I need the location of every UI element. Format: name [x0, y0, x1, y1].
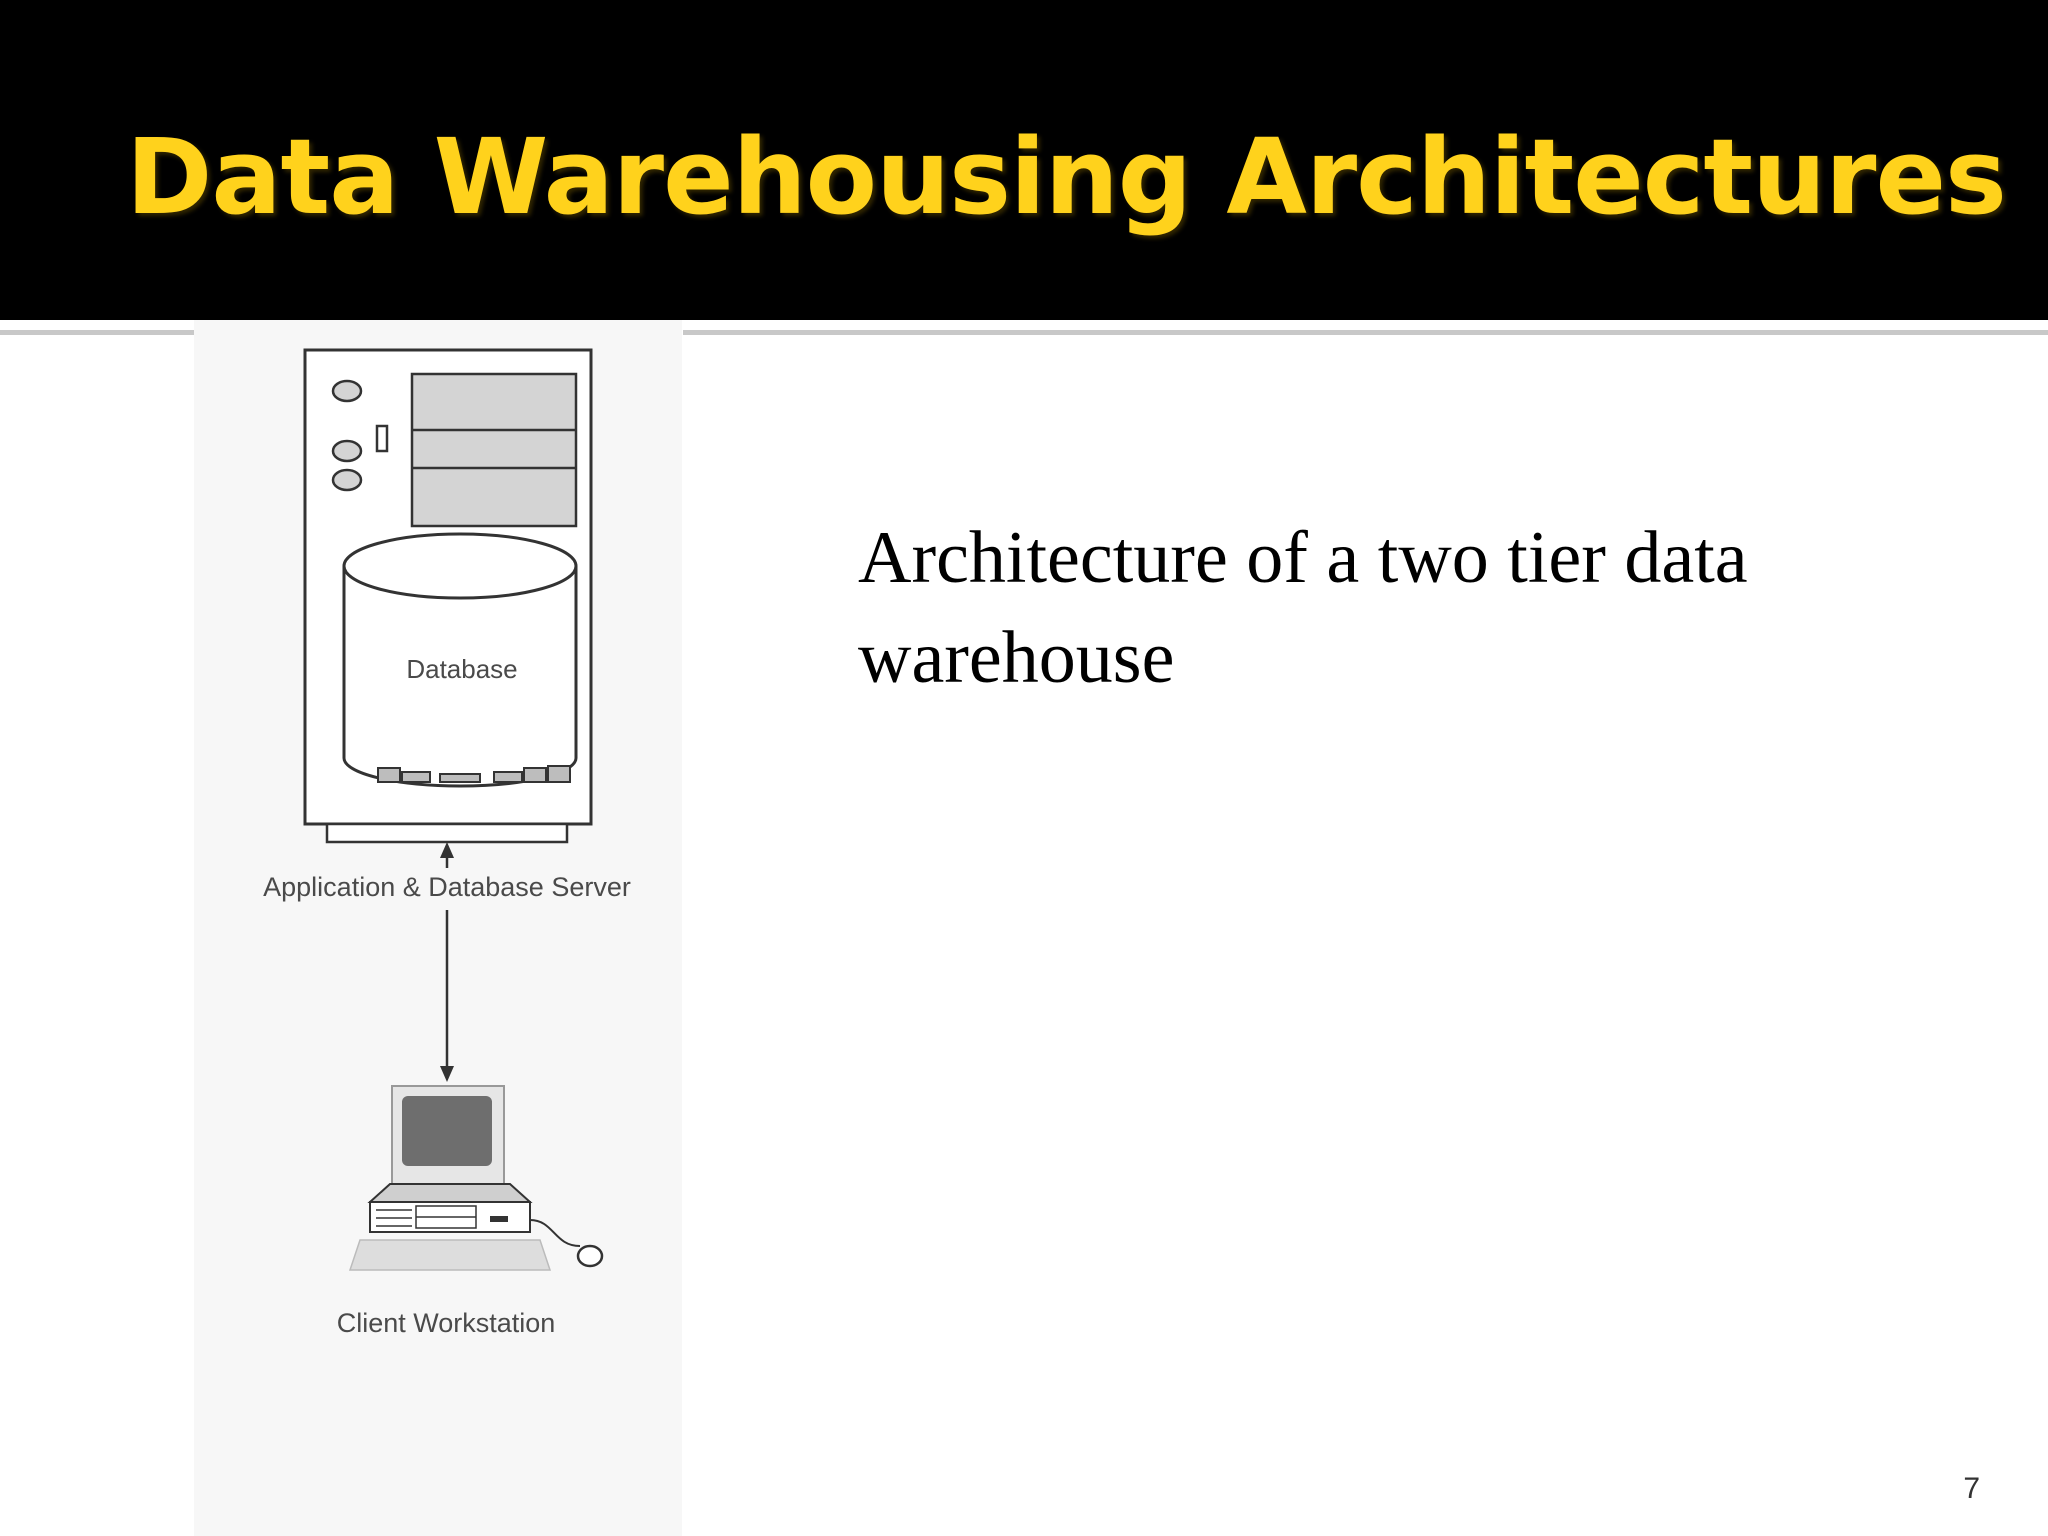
server-label: Application & Database Server — [263, 872, 631, 902]
database-label: Database — [406, 654, 517, 684]
divider-line-left — [0, 330, 205, 335]
divider-line-right — [683, 330, 2048, 335]
page-number: 7 — [1963, 1472, 1980, 1505]
two-tier-architecture-diagram: Database Application & Database Server — [263, 348, 631, 1338]
title-bar: Data Warehousing Architectures — [0, 0, 2048, 320]
connection-arrow — [440, 842, 454, 1082]
slide-title: Data Warehousing Architectures — [126, 116, 2007, 238]
slide-caption: Architecture of a two tier data warehous… — [858, 517, 1748, 699]
client-label: Client Workstation — [337, 1308, 556, 1338]
database-cylinder-icon — [342, 532, 578, 788]
client-workstation-icon — [348, 1085, 604, 1271]
